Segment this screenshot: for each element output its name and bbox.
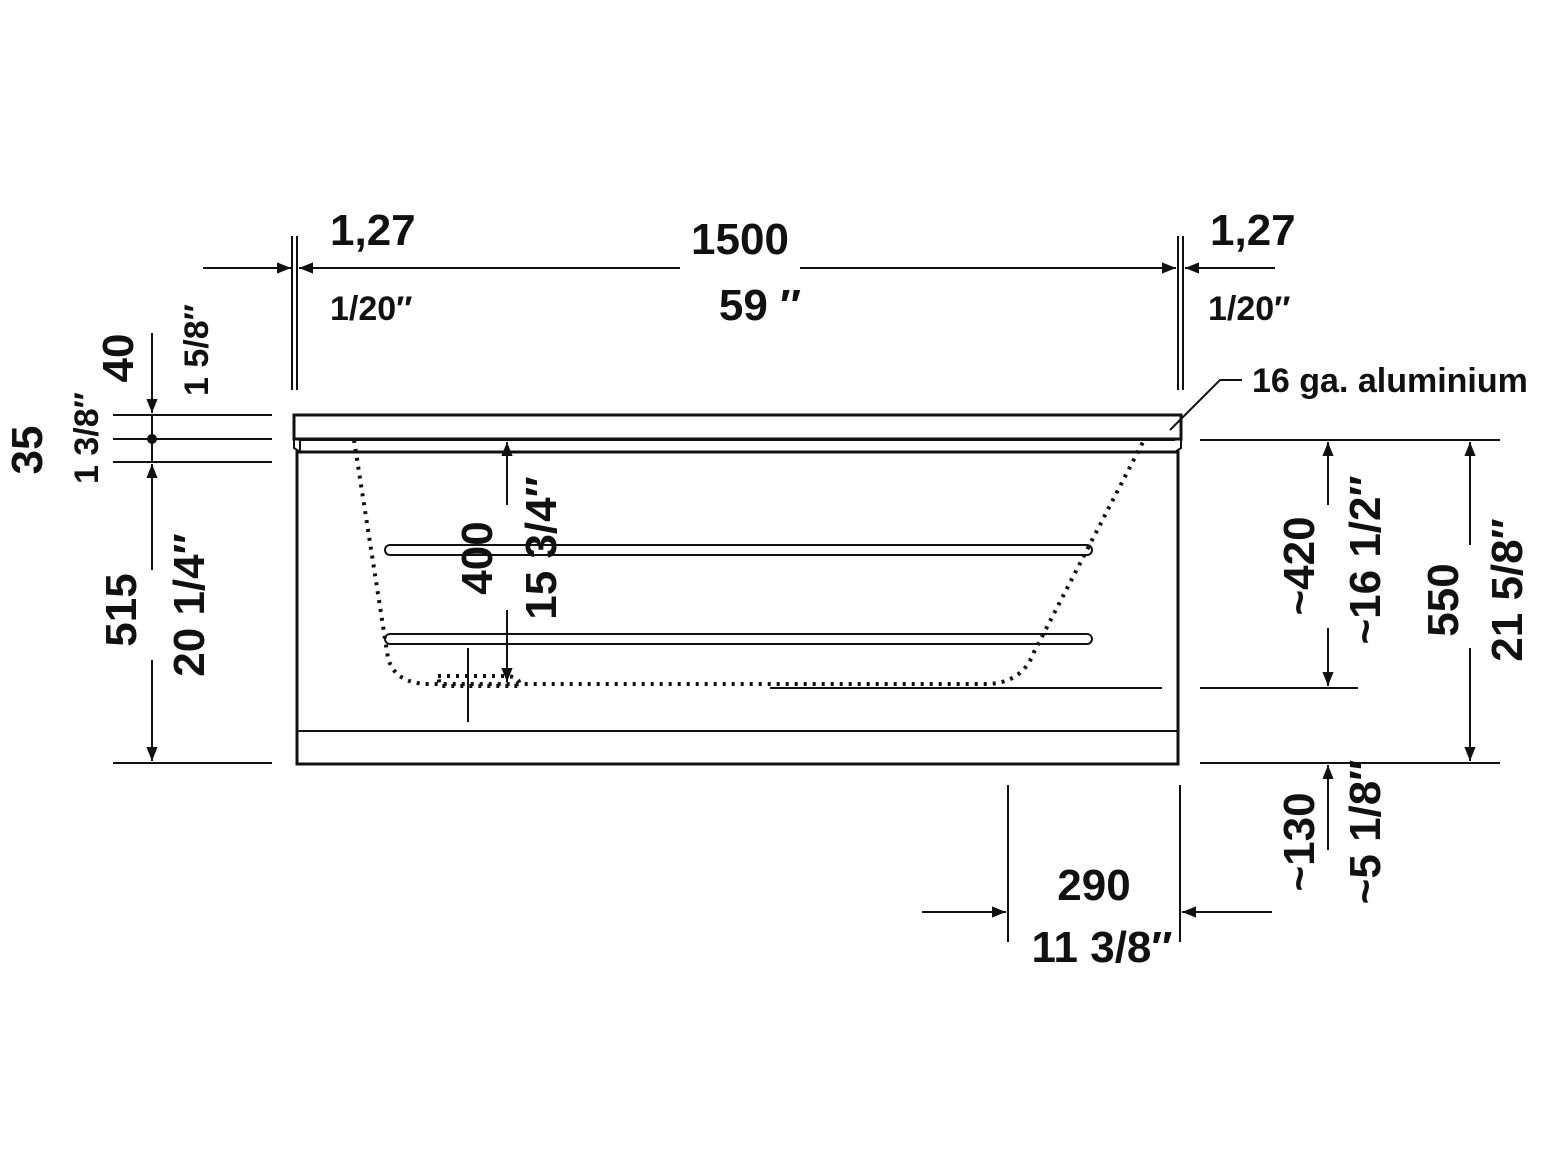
dim-depth-420-in: ~16 1/2″ — [1341, 475, 1390, 644]
dim-offset-130-in: ~5 1/8″ — [1341, 760, 1390, 905]
dim-depth-420-mm: ~420 — [1275, 516, 1324, 615]
leader-line-material — [1169, 379, 1242, 431]
dim-overall-width-mm: 1500 — [691, 215, 789, 264]
dim-rim-40-mm: 40 — [94, 334, 143, 383]
tub-front-panel — [295, 450, 1180, 766]
dim-height-550-mm: 550 — [1419, 563, 1468, 636]
dim-drain-290-mm: 290 — [1057, 861, 1130, 910]
dim-panel-515-mm: 515 — [97, 573, 146, 646]
tub-rim — [292, 413, 1183, 441]
dim-depth-400-mm: 400 — [453, 521, 502, 594]
tub-inner-basin-hidden — [352, 439, 1146, 686]
dim-rim-35-mm: 35 — [3, 426, 52, 475]
labels-horizontal: 1500 59 ″ 1,27 1/20″ 1,27 1/20″ 16 ga. a… — [330, 206, 1528, 972]
labels-vertical: 40 1 5/8″ 35 1 3/8″ 515 20 1/4″ 400 15 3… — [3, 304, 1532, 904]
material-callout: 16 ga. aluminium — [1252, 362, 1528, 400]
dim-rim-35-in: 1 3/8″ — [68, 392, 106, 484]
dim-flange-right-in: 1/20″ — [1208, 290, 1290, 328]
dimension-lines — [146, 262, 1476, 918]
dim-height-550-in: 21 5/8″ — [1483, 518, 1532, 661]
bathtub-outline — [292, 413, 1183, 766]
dim-offset-130-mm: ~130 — [1275, 792, 1324, 891]
dim-drain-290-in: 11 3/8″ — [1032, 923, 1173, 972]
dim-depth-400-in: 15 3/4″ — [517, 476, 566, 619]
dim-rim-40-in: 1 5/8″ — [178, 304, 216, 396]
grip-slot-lower — [384, 633, 1093, 645]
dim-flange-left-mm: 1,27 — [330, 206, 416, 255]
dim-overall-width-in: 59 ″ — [719, 281, 801, 330]
grip-slot-upper — [384, 544, 1093, 556]
extension-lines — [113, 236, 1500, 942]
dim-flange-right-mm: 1,27 — [1210, 206, 1296, 255]
dim-panel-515-in: 20 1/4″ — [165, 533, 214, 676]
dim-flange-left-in: 1/20″ — [330, 290, 412, 328]
